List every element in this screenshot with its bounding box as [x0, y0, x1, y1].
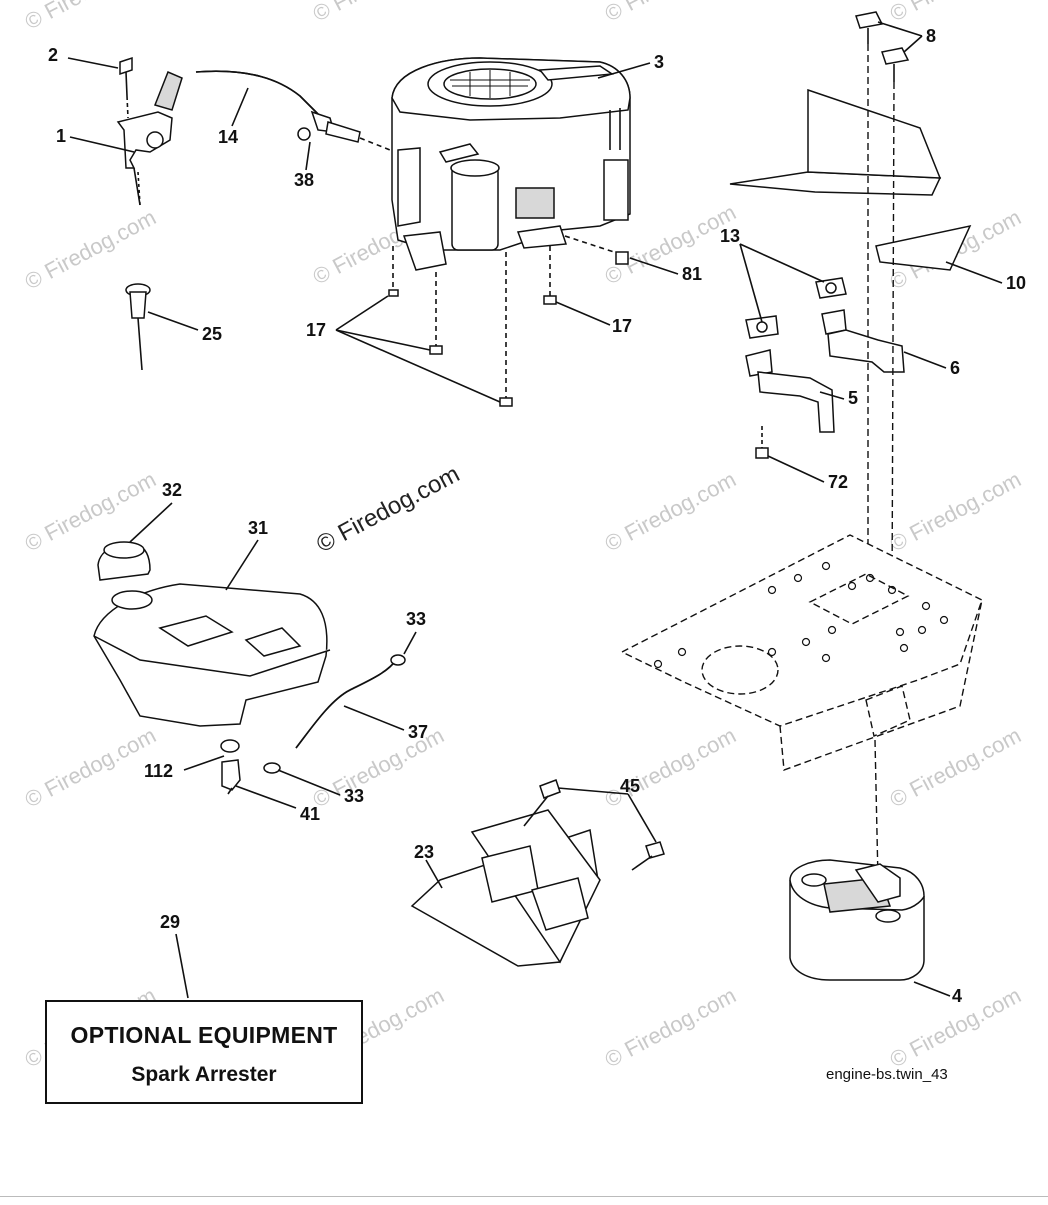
callout-6: 6 — [950, 358, 960, 378]
callout-33a: 33 — [406, 609, 426, 629]
callout-14: 14 — [218, 127, 238, 147]
watermark: © Firedog.com — [601, 0, 740, 26]
callout-3: 3 — [654, 52, 664, 72]
callout-5: 5 — [848, 388, 858, 408]
callout-112: 112 — [144, 761, 173, 781]
callout-38: 38 — [294, 170, 314, 190]
callout-8: 8 — [926, 26, 936, 46]
callout-37: 37 — [408, 722, 428, 742]
optional-equipment-box: OPTIONAL EQUIPMENT Spark Arrester — [45, 1000, 363, 1104]
chassis-plate — [620, 534, 983, 881]
watermark: © Firedog.com — [601, 722, 740, 812]
callout-1: 1 — [56, 126, 66, 146]
callout-13: 13 — [720, 226, 740, 246]
callout-45: 45 — [620, 776, 640, 796]
watermark: © Firedog.com — [886, 466, 1025, 556]
throttle-control — [116, 56, 183, 206]
watermark: © Firedog.com — [886, 722, 1025, 812]
mount-bolts — [388, 235, 629, 407]
leader-lines — [67, 21, 1003, 999]
callout-72: 72 — [828, 472, 848, 492]
watermark: © Firedog.com — [21, 722, 160, 812]
watermark: © Firedog.com — [309, 0, 448, 26]
fuel-hose — [195, 70, 391, 151]
bottom-divider — [0, 1196, 1048, 1197]
callout-31: 31 — [248, 518, 268, 538]
callout-17b: 17 — [612, 316, 632, 336]
dipstick — [125, 283, 151, 371]
optional-equipment-title: OPTIONAL EQUIPMENT — [70, 1022, 338, 1048]
callout-41: 41 — [300, 804, 320, 824]
optional-equipment-item: Spark Arrester — [131, 1063, 277, 1086]
watermark: © Firedog.com — [886, 0, 1025, 26]
callout-10: 10 — [1006, 273, 1026, 293]
watermark: © Firedog.com — [601, 982, 740, 1072]
fuel-tank — [93, 541, 331, 727]
callout-81: 81 — [682, 264, 702, 284]
diagram-code: engine-bs.twin_43 — [826, 1066, 948, 1083]
watermark: © Firedog.com — [601, 466, 740, 556]
callout-25: 25 — [202, 324, 222, 344]
top-screws — [855, 11, 910, 599]
heat-shield — [729, 88, 972, 271]
exhaust-pipes — [745, 277, 905, 459]
callout-32: 32 — [162, 480, 182, 500]
watermark: © Firedog.com — [21, 0, 160, 34]
fuel-line — [220, 654, 406, 795]
callout-4: 4 — [952, 986, 962, 1006]
callout-23: 23 — [414, 842, 434, 862]
callout-17a: 17 — [306, 320, 326, 340]
engine — [391, 57, 631, 271]
shield-plate — [410, 779, 665, 967]
callout-33b: 33 — [344, 786, 364, 806]
watermark: © Firedog.com — [21, 204, 160, 294]
callout-2: 2 — [48, 45, 58, 65]
muffler — [789, 859, 925, 981]
watermark-center: © Firedog.com — [312, 460, 464, 558]
watermark: © Firedog.com — [21, 466, 160, 556]
callout-29: 29 — [160, 912, 180, 932]
callout-labels: 1 2 3 4 5 6 8 10 13 14 17 17 23 25 29 31… — [48, 26, 1026, 1006]
